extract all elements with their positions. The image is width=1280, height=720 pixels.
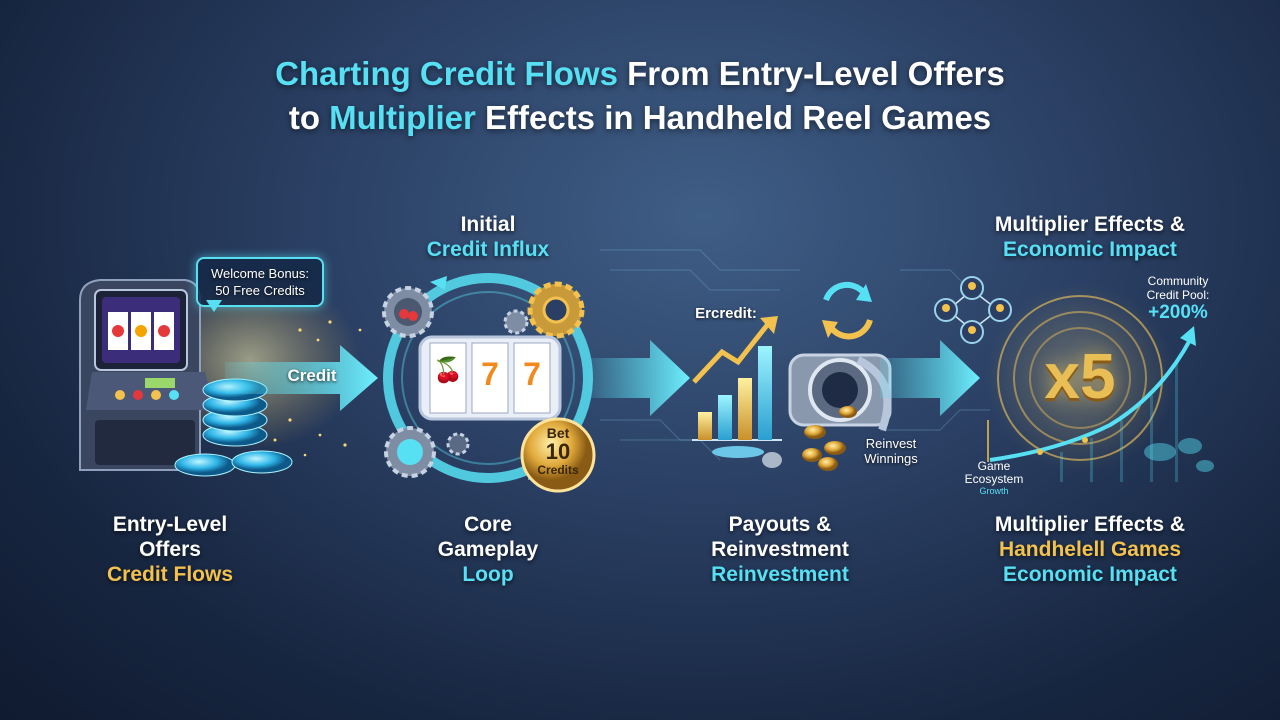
stage4-top-line1: Multiplier Effects & [994, 213, 1186, 236]
arcade-cabinet-icon [79, 270, 360, 471]
stage2-label-line3: Loop [462, 563, 514, 586]
flow-arrow-3 [880, 340, 980, 416]
flow-arrow-1 [225, 345, 378, 411]
pool-line2: Credit Pool: [1146, 288, 1210, 302]
eco-line3: Growth [979, 486, 1009, 496]
flow-arrow-2 [590, 340, 690, 416]
stage3-label-line2: Reinvestment [711, 538, 849, 561]
stage4-label-line1: Multiplier Effects & [994, 513, 1186, 536]
growth-curve-icon [987, 326, 1196, 482]
reinvest-line2: Winnings [864, 451, 918, 466]
reinvest-winnings-text: Reinvest Winnings [848, 436, 934, 466]
bubble-line-2: 50 Free Credits [215, 283, 305, 298]
eco-line1: Game [977, 459, 1011, 473]
credit-arrow-label: Credit [287, 366, 337, 385]
multiplier-rings [985, 283, 1175, 473]
stage4-label-line2: Handhelell Games [998, 538, 1182, 561]
stage2-label-line1: Core [464, 513, 512, 536]
bubble-line-1: Welcome Bonus: [210, 266, 310, 281]
community-network-icon [934, 276, 1012, 344]
stage4-top-label: Multiplier Effects & Economic Impact [960, 212, 1220, 262]
reinvest-line1: Reinvest [865, 436, 917, 451]
bet-line3: Credits [537, 463, 579, 477]
title-line2-rest: Effects in Handheld Reel Games [475, 99, 992, 136]
world-map-icon [1144, 438, 1214, 472]
pool-value: +200% [1148, 302, 1208, 323]
title-line2-start: to [288, 99, 330, 136]
chart-label: Ercredit: [695, 305, 757, 322]
stage3-label-line3: Reinvestment [711, 563, 849, 586]
bottom-gear-icon [384, 426, 436, 478]
refresh-cycle-icon [822, 281, 873, 340]
gold-coins-pile [802, 406, 857, 471]
stage2-label: Core Gameplay Loop [380, 512, 596, 587]
stage2-top-line2: Credit Influx [426, 238, 550, 261]
reel-symbol-seven-2: 7 [523, 356, 541, 392]
gear-icon [382, 286, 434, 338]
gold-gear-icon [527, 281, 585, 339]
bet-line1: Bet [546, 425, 570, 441]
stage2-top-label: Initial Credit Influx [380, 212, 596, 262]
stage1-label: Entry-Level Offers Credit Flows [60, 512, 280, 587]
title-highlight-multiplier: Multiplier [329, 99, 476, 136]
stage4-top-line2: Economic Impact [1003, 238, 1177, 261]
bet-coin-text: Bet 10 Credits [522, 425, 594, 478]
multiplier-value: x5 [1044, 340, 1116, 412]
stage2-top-line1: Initial [460, 213, 516, 236]
reel-symbol-cherry: 🍒 [433, 357, 463, 384]
title-highlight-credit-flows: Charting Credit Flows [275, 55, 618, 92]
bet-line2: 10 [545, 439, 571, 464]
welcome-bonus-bubble: Welcome Bonus: 50 Free Credits [196, 257, 324, 307]
reel-symbols: 🍒 7 7 [430, 356, 550, 400]
reel-symbol-seven: 7 [481, 356, 499, 392]
eco-line2: Ecosystem [964, 472, 1024, 486]
stage3-label: Payouts & Reinvestment Reinvestment [670, 512, 890, 587]
bet-coin [520, 417, 596, 493]
stage3-label-line1: Payouts & [728, 513, 832, 536]
stage1-label-line3: Credit Flows [106, 563, 233, 586]
stage4-label-line3: Economic Impact [1003, 563, 1177, 586]
stage2-label-line2: Gameplay [437, 538, 539, 561]
page-title: Charting Credit Flows From Entry-Level O… [0, 52, 1280, 140]
title-line1-rest: From Entry-Level Offers [617, 55, 1005, 92]
stage1-label-line1: Entry-Level [112, 513, 228, 536]
growth-bar-chart-icon [692, 316, 782, 468]
vault-icon [788, 353, 892, 432]
pool-line1: Community [1147, 274, 1209, 288]
ecosystem-growth-text: Game Ecosystem Growth [958, 460, 1030, 497]
stage1-label-line2: Offers [139, 538, 201, 561]
stage4-label: Multiplier Effects & Handhelell Games Ec… [960, 512, 1220, 587]
community-pool-text: Community Credit Pool: +200% [1130, 274, 1226, 324]
sparkle-dots [273, 320, 362, 457]
bubble-tail [206, 300, 222, 312]
slot-reel-icon [418, 335, 562, 421]
small-gear-icon [446, 309, 529, 456]
